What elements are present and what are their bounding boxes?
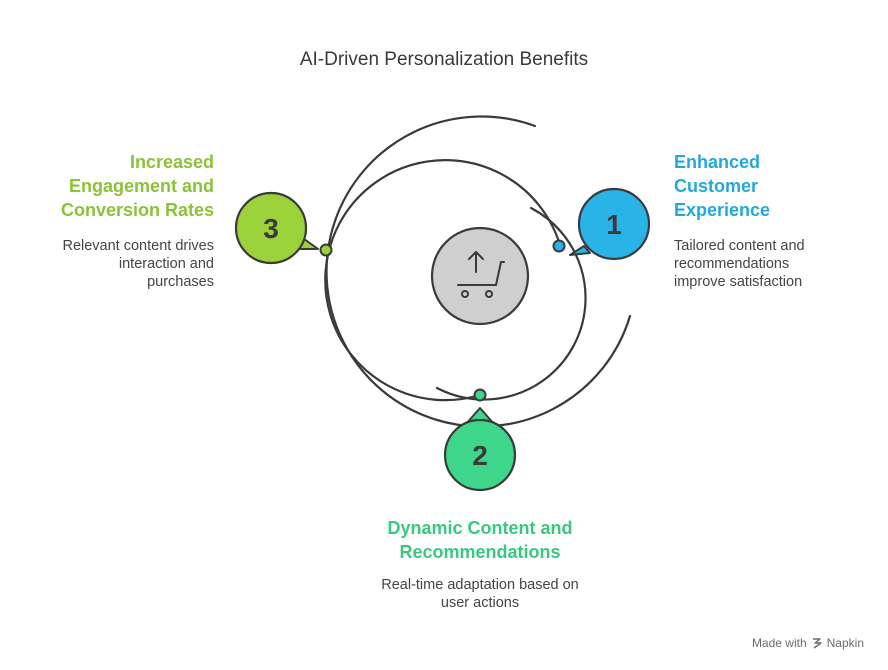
- marker-1-number: 1: [606, 209, 622, 240]
- napkin-logo-icon: [812, 638, 822, 649]
- item-2-heading: Dynamic Content and Recommendations: [387, 518, 573, 562]
- page-title: AI-Driven Personalization Benefits: [299, 49, 589, 70]
- item-3-heading: Increased Engagement and Conversion Rate…: [60, 152, 214, 220]
- marker-3-number: 3: [263, 213, 279, 244]
- marker-1-dot: [552, 239, 566, 253]
- marker-1-pointer: [569, 245, 591, 256]
- marker-2-number: 2: [472, 440, 488, 471]
- marker-2-circle: [443, 418, 517, 492]
- item-3-description: Relevant content drives interaction and …: [62, 238, 214, 290]
- center-circle: [430, 226, 530, 326]
- item-1-heading: Enhanced Customer Experience: [674, 152, 771, 220]
- item-2-description: Real-time adaptation based on user actio…: [381, 577, 579, 611]
- item-1-description: Tailored content and recommendations imp…: [674, 238, 805, 290]
- marker-1-circle: [577, 187, 651, 261]
- napkin-watermark: Made with Napkin: [752, 636, 864, 650]
- marker-2-dot: [473, 388, 487, 402]
- napkin-brand-label: Napkin: [826, 636, 864, 650]
- cart-upload-icon: [457, 251, 505, 298]
- marker-3-dot: [319, 243, 333, 257]
- made-with-label: Made with: [751, 636, 807, 650]
- middle-ring-arc: [324, 159, 562, 402]
- marker-3-circle: [234, 191, 308, 265]
